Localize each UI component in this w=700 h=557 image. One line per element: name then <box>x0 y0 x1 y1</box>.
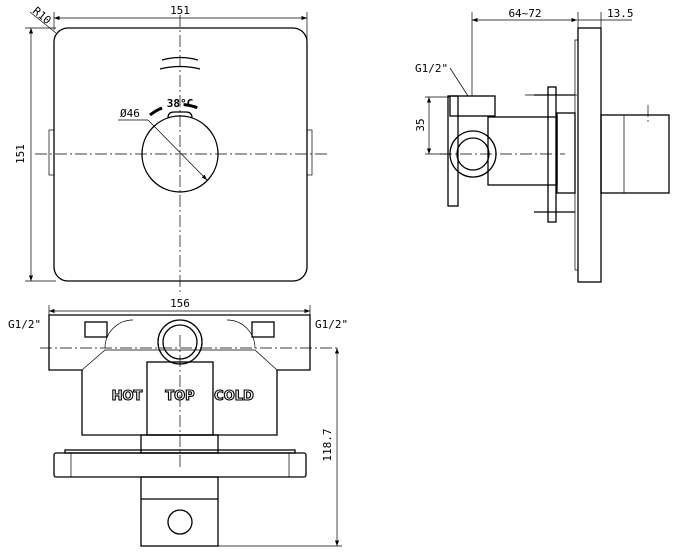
depth-dim: 64~72 <box>508 7 541 20</box>
height-dim: 118.7 <box>321 428 334 461</box>
bottom-view: HOT TOP COLD 156 G1/2" G1/2" 118.7 <box>8 297 348 547</box>
left-lug <box>48 129 55 176</box>
front-view: 38°C Ø46 151 151 R10 <box>14 4 330 295</box>
temperature-label: 38°C <box>167 97 194 110</box>
inlet-left-label: G1/2" <box>8 318 41 331</box>
control-knob <box>141 115 219 193</box>
hot-label: HOT <box>112 389 143 404</box>
width-dim: 151 <box>170 4 190 17</box>
inlet-label: G1/2" <box>415 62 448 75</box>
width-dim: 156 <box>170 297 190 310</box>
top-label: TOP <box>165 389 194 404</box>
bottom-knob <box>140 476 219 547</box>
temperature-arc <box>149 102 211 117</box>
side-view: 64~72 13.5 G1/2" 35 <box>414 7 670 283</box>
knob-indicator <box>167 111 193 119</box>
side-knob <box>600 114 670 194</box>
height-dim: 151 <box>14 144 27 164</box>
inlet-right-label: G1/2" <box>315 318 348 331</box>
offset-dim: 35 <box>414 118 427 131</box>
brand-logo <box>159 56 201 70</box>
valve-body <box>48 314 311 436</box>
diameter-dim: Ø46 <box>120 107 140 120</box>
right-lug <box>306 129 313 176</box>
cold-label: COLD <box>214 389 254 404</box>
radius-dim: R10 <box>30 4 54 27</box>
plate-dim: 13.5 <box>607 7 634 20</box>
side-cover-plate <box>577 27 602 283</box>
